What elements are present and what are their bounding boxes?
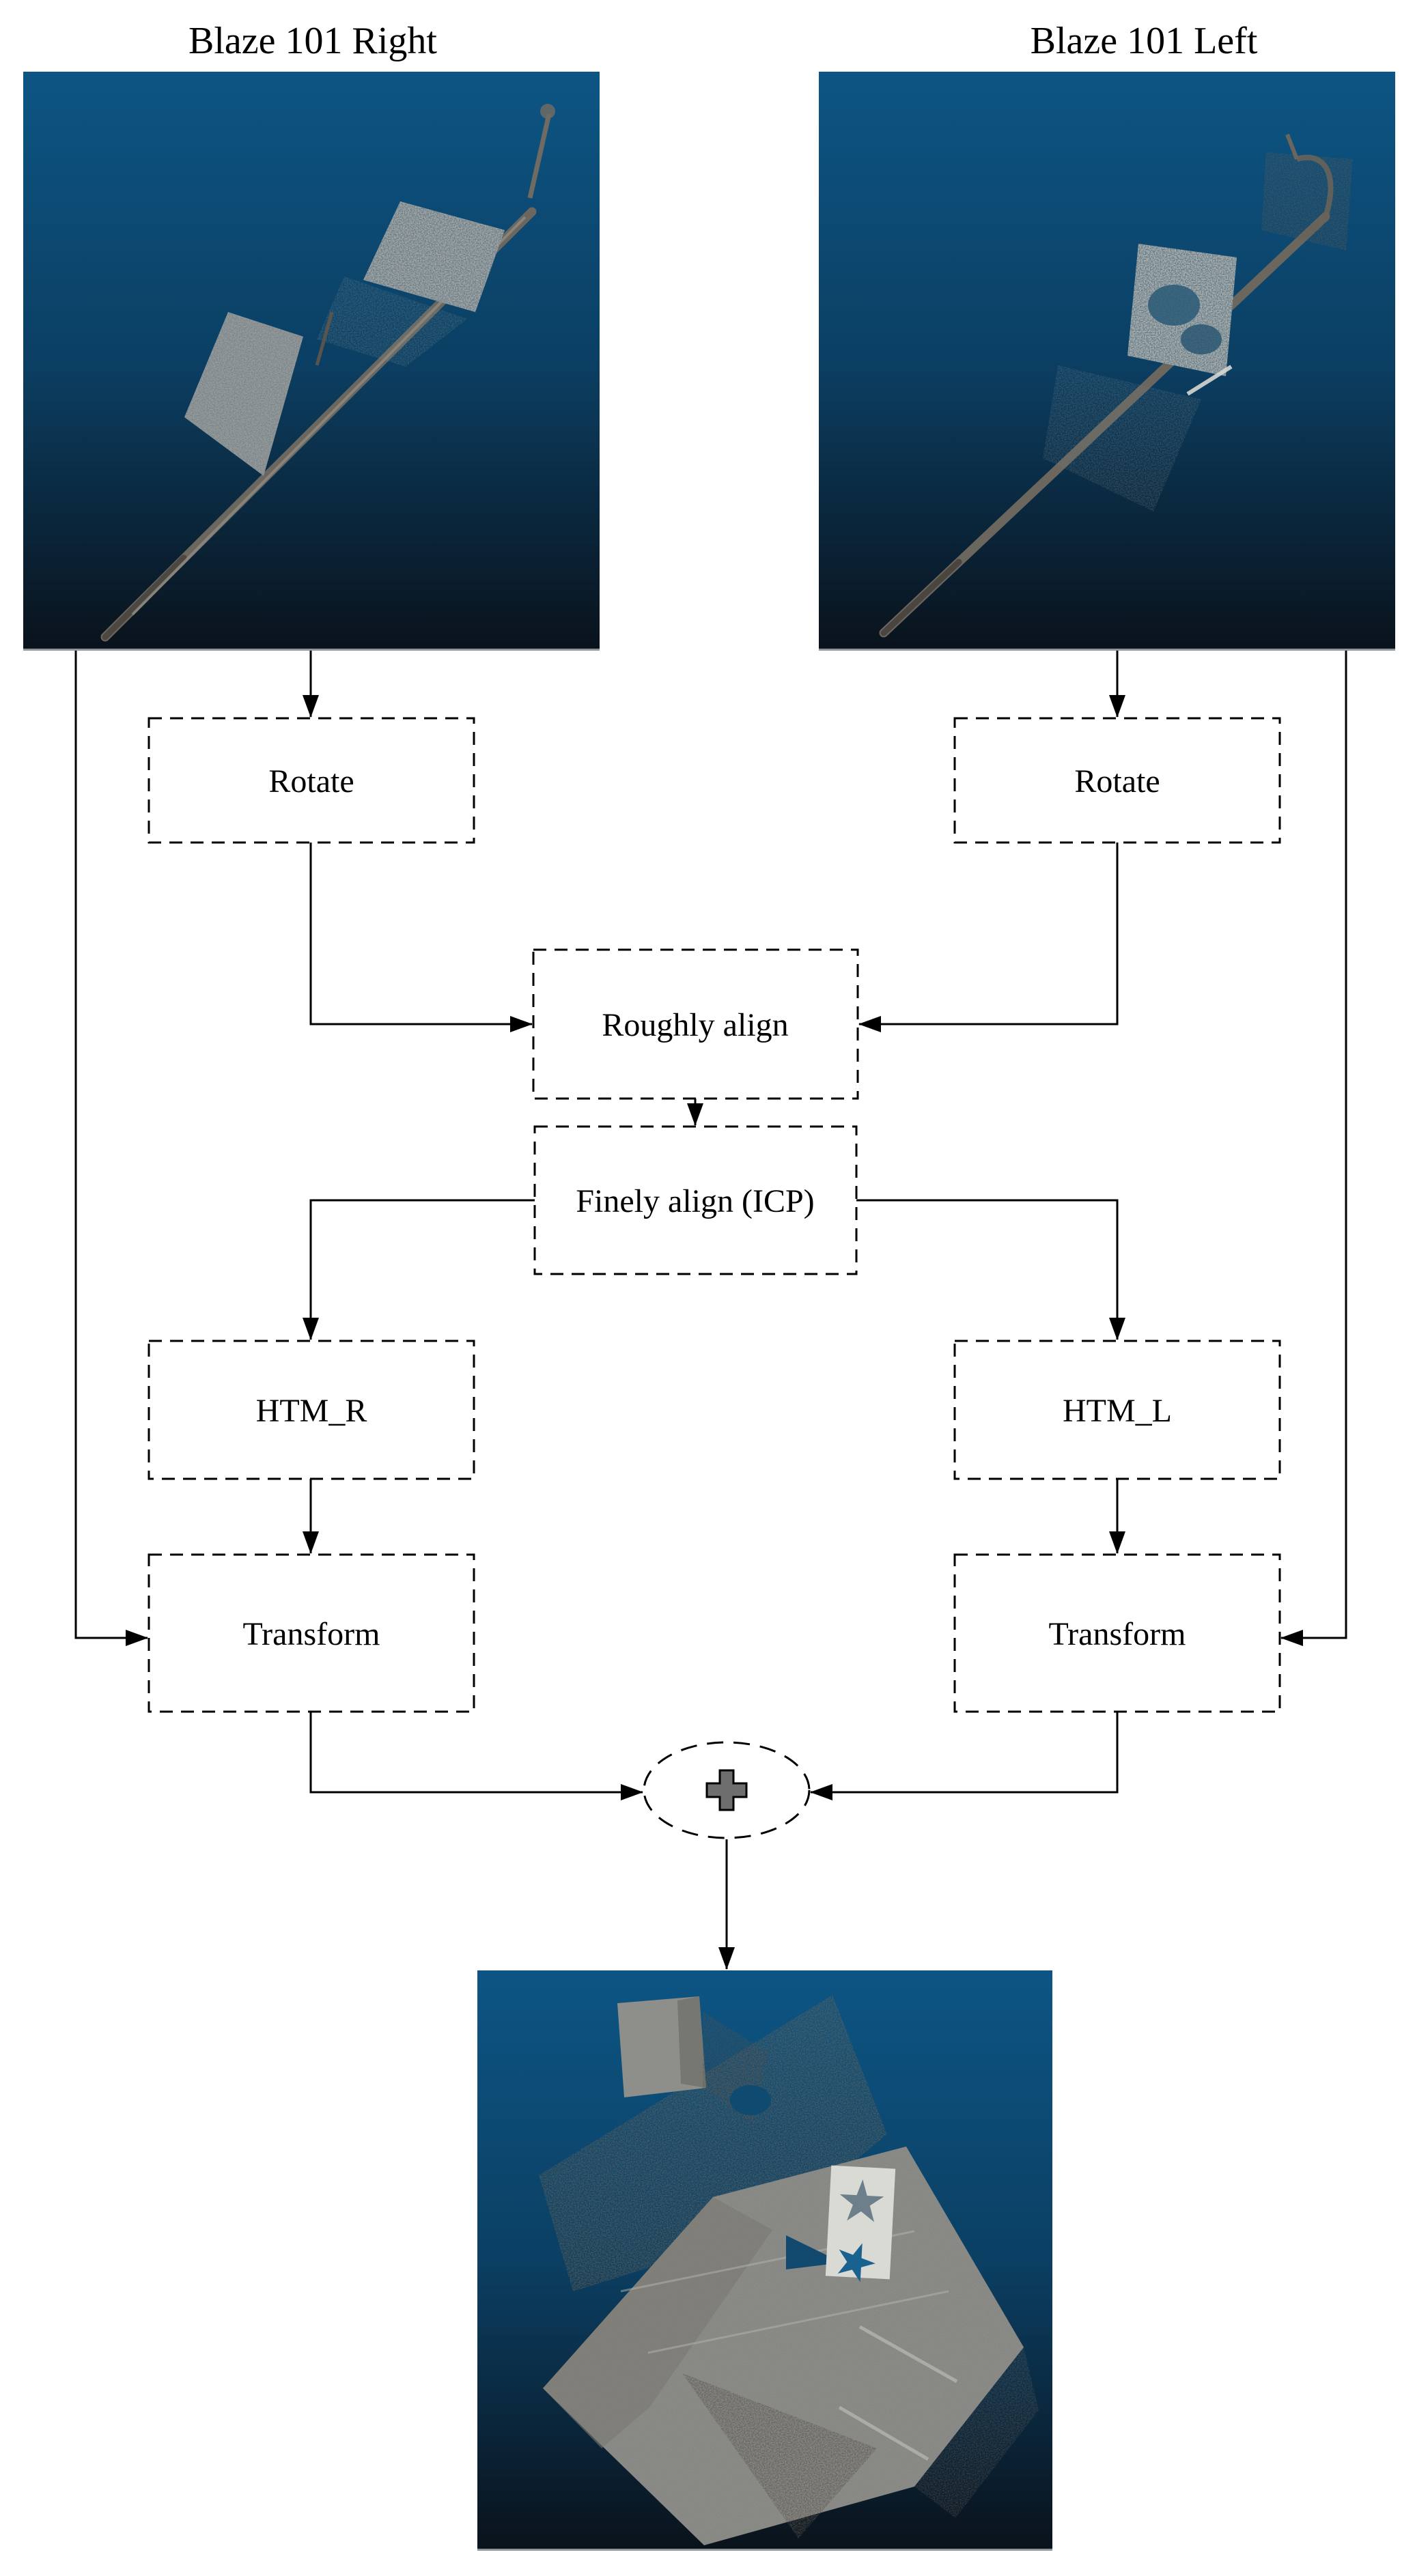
- node-label: Rotate: [268, 763, 354, 799]
- node-htm-r: HTM_R: [148, 1340, 475, 1480]
- node-label: Transform: [243, 1616, 380, 1652]
- node-label: HTM_R: [256, 1393, 367, 1429]
- spike-shape: [527, 113, 552, 199]
- arrow-finely-align-to-htm-l: [856, 1199, 1125, 1340]
- arrow-rotate-right-to-roughly-align: [309, 843, 533, 1032]
- beam-tip: [880, 558, 962, 636]
- node-box: [532, 948, 859, 1100]
- node-box: [533, 1125, 858, 1275]
- speckle-fan-bottom: [682, 2373, 877, 2538]
- star-target-box: [825, 2165, 896, 2282]
- panel-blue-blob: [1181, 324, 1222, 354]
- surface-shade-left: [543, 2197, 772, 2448]
- twig-shape: [315, 311, 334, 366]
- image-bottom-edge: [819, 649, 1395, 651]
- node-rotate-right: Rotate: [148, 717, 475, 844]
- node-box: [953, 717, 1281, 844]
- feedback-rightcloud-to-transform: [74, 651, 148, 1646]
- beam-bright-streak: [1186, 365, 1233, 396]
- cloud-hole: [730, 2085, 771, 2115]
- title-blaze-101-right: Blaze 101 Right: [188, 20, 437, 62]
- merged-result-cloud-image: [477, 1970, 1052, 2551]
- panel-fringe-speckle: [317, 277, 467, 367]
- blaze-101-right-cloud-image: [23, 72, 600, 651]
- node-transform-left: Transform: [953, 1553, 1281, 1713]
- hook-spur: [1285, 133, 1299, 160]
- image-bottom-edge: [23, 649, 600, 651]
- top-box-side: [677, 1996, 706, 2088]
- hook-speckle: [1261, 152, 1353, 251]
- speckle-right-edge: [914, 2347, 1039, 2518]
- node-rotate-left: Rotate: [953, 717, 1281, 844]
- arrow-transform-right-to-merge: [309, 1712, 643, 1800]
- star-box-face: [825, 2165, 896, 2280]
- arrow-finely-align-to-htm-r: [303, 1199, 535, 1340]
- arrow-transform-left-to-merge: [810, 1712, 1119, 1800]
- node-box: [953, 1553, 1281, 1713]
- star-shape: [839, 2179, 884, 2222]
- node-merge: [643, 1741, 811, 1839]
- node-box: [148, 717, 475, 844]
- node-label: Rotate: [1074, 763, 1160, 799]
- surface-highlight-streaks: [838, 2325, 958, 2461]
- blue-star-icon: [837, 2243, 875, 2282]
- cloud-background: [23, 72, 600, 651]
- arrow-rotate-left-to-roughly-align: [858, 843, 1119, 1032]
- feedback-leftcloud-to-transform: [1280, 651, 1347, 1646]
- node-box: [953, 1340, 1281, 1480]
- node-box: [148, 1553, 475, 1713]
- node-label: Finely align (ICP): [576, 1183, 814, 1219]
- node-transform-right: Transform: [148, 1553, 475, 1713]
- fuzzy-speckle-cloud: [1043, 365, 1201, 511]
- node-label: Transform: [1049, 1616, 1186, 1652]
- gray-star-icon: [839, 2179, 884, 2222]
- node-label: HTM_L: [1063, 1393, 1172, 1429]
- image-bottom-edge: [477, 2549, 1052, 2551]
- speckle-fan-upper-left: [539, 1995, 887, 2291]
- blaze-101-left-cloud-image: [819, 72, 1395, 651]
- node-label: Roughly align: [602, 1007, 788, 1043]
- node-htm-l: HTM_L: [953, 1340, 1281, 1480]
- node-box: [148, 1340, 475, 1480]
- star-shape: [837, 2243, 875, 2282]
- node-roughly-align: Roughly align: [532, 948, 859, 1100]
- panel-blue-blob: [1148, 285, 1200, 326]
- lower-panel-speckle: [184, 312, 303, 476]
- spike-tip: [540, 104, 555, 119]
- title-blaze-101-left: Blaze 101 Left: [1031, 20, 1258, 62]
- upper-panel-speckle: [363, 201, 505, 312]
- plus-icon: [705, 1769, 748, 1811]
- beam-tip: [102, 554, 187, 640]
- node-finely-align-icp: Finely align (ICP): [533, 1125, 858, 1275]
